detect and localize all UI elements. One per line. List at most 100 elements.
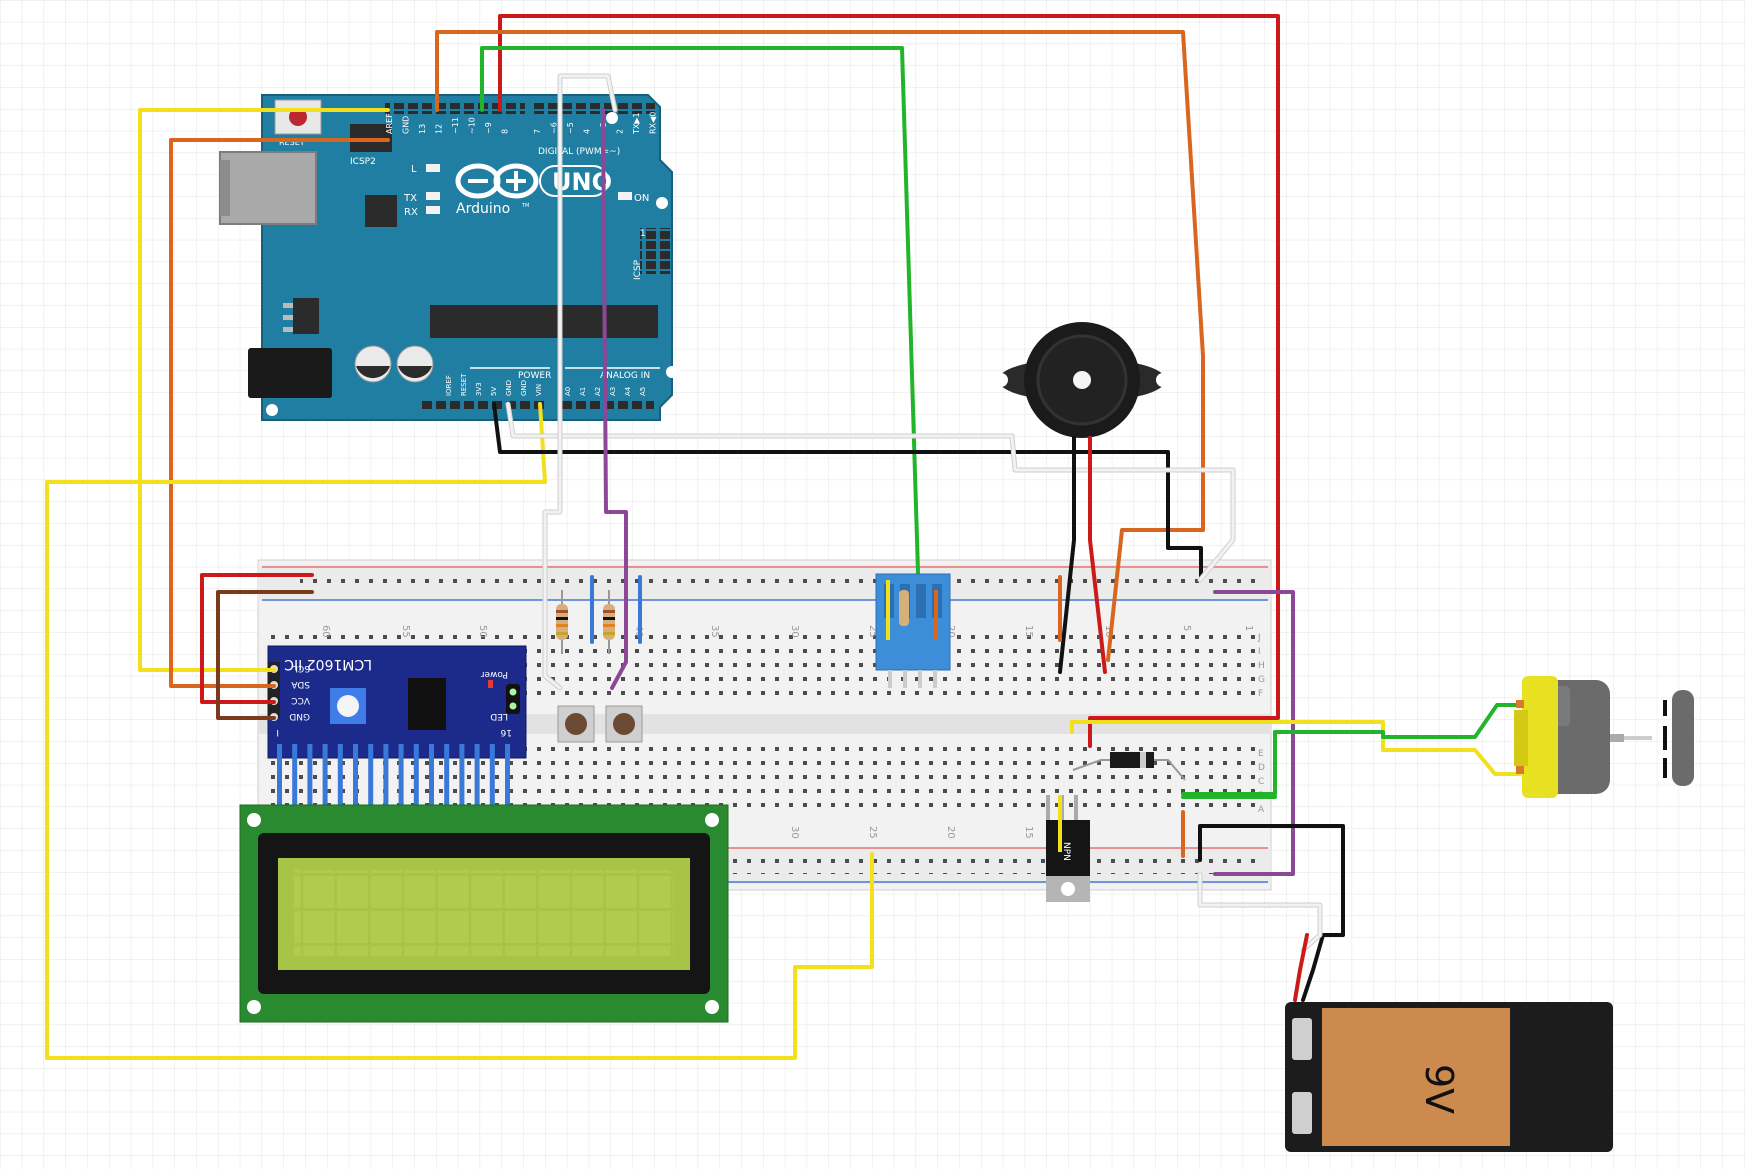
lcd-header-pin (337, 744, 343, 810)
arduino-logo (455, 163, 539, 199)
lcd-header-pin (322, 744, 328, 810)
battery-label: 9V (1417, 1064, 1461, 1114)
wire-orange-pin13 (435, 30, 1205, 662)
breadboard: 60 55 50 45 40 35 30 25 20 15 10 5 1 30 … (257, 559, 1272, 891)
power-jack (248, 348, 332, 398)
led-l-label: L (411, 164, 417, 175)
bb-num-60: 60 (320, 625, 331, 638)
bb-num-5: 5 (1181, 625, 1192, 631)
top-header-right (533, 103, 655, 114)
i2c-1-label: I (276, 727, 279, 737)
bb-num-10: 10 (1103, 625, 1114, 638)
power-label: POWER (518, 371, 551, 381)
arduino-bottom-pin-label: 3V3 (475, 382, 483, 396)
bb-row-d: D (1258, 763, 1265, 773)
arduino-top-pin-label: 2 (616, 129, 625, 134)
led-tx-label: TX (403, 193, 417, 204)
usb-chip (365, 195, 397, 227)
lcd-header-pin (307, 744, 313, 810)
arduino-bottom-pin-label: GND (505, 380, 513, 396)
arduino-brand: Arduino (456, 201, 510, 217)
bb-row-j: J (1257, 633, 1261, 643)
i2c-chip (408, 678, 446, 730)
arduino-top-pin-label: GND (402, 116, 411, 134)
arduino-top-pin-label: AREF (385, 113, 394, 134)
wire-brown-gnd (216, 590, 314, 720)
arduino-top-pin-label: ~5 (566, 122, 575, 134)
digital-label: DIGITAL (PWM=~) (538, 147, 620, 157)
bb-num-15: 15 (1023, 625, 1034, 638)
bb-row-c: C (1258, 777, 1264, 787)
wire-black-battery (1198, 824, 1345, 1002)
bb-row-f: F (1258, 689, 1263, 699)
i2c-power-label: Power (480, 669, 508, 679)
icsp-header (640, 228, 672, 274)
wire-yellow-vin (45, 402, 874, 1060)
uno-badge (539, 165, 609, 197)
lcd-header-pin (353, 744, 358, 810)
bb-num-b25: 25 (867, 826, 878, 839)
lcd-header-pin (429, 744, 434, 810)
arduino-bottom-pin-label: A3 (609, 387, 617, 396)
arduino-tm: TM (521, 203, 529, 209)
arduino-top-pin-label: 12 (435, 124, 444, 134)
bb-num-1: 1 (1243, 625, 1254, 631)
push-button-2[interactable] (605, 705, 643, 743)
i2c-pin-gnd: GND (289, 711, 310, 721)
arduino-top-pin-label: TX▶1 (632, 112, 641, 135)
lcd-header-pin (368, 744, 374, 810)
lcd-header-pin (277, 744, 282, 810)
bb-num-30: 30 (789, 625, 800, 638)
i2c-pin-sda: SDA (291, 679, 310, 689)
wire-red-battery (1293, 933, 1309, 1002)
wires (45, 14, 1522, 1060)
lcd-header-pin (505, 744, 510, 810)
i2c-title: LCM1602 IIC (284, 656, 372, 672)
arduino-top-pin-label: ~11 (451, 117, 460, 134)
wire-yellow-scl (138, 108, 390, 672)
lcd-header-pin (444, 744, 450, 810)
voltage-regulator (293, 298, 319, 334)
lcd-display-1602 (239, 804, 729, 1023)
arduino-bottom-pin-label: A0 (564, 387, 572, 396)
analog-header (562, 400, 654, 411)
bb-row-g: G (1258, 675, 1265, 685)
analog-label: ANALOG IN (600, 371, 650, 381)
push-button-1[interactable] (557, 705, 595, 743)
bb-row-a: A (1258, 805, 1265, 815)
lcd-header-pin (292, 744, 298, 810)
arduino-top-pin-label: 4 (583, 129, 592, 134)
arduino-uno-board: RESET ICSP2 1 ICSP L TX RX ON (219, 94, 678, 421)
arduino-bottom-pin-label: A2 (594, 387, 602, 396)
i2c-lcd-adapter: LCM1602 IIC Power SCL SDA VCC GND LED 16… (267, 645, 527, 810)
bb-num-b30: 30 (789, 826, 800, 839)
lcd-header-pin (474, 744, 480, 810)
arduino-bottom-pin-label: RESET (460, 373, 468, 396)
lcd-header-pin (383, 744, 389, 810)
bb-num-25: 25 (867, 625, 878, 638)
bb-num-35: 35 (709, 625, 720, 638)
arduino-top-pin-label: 7 (533, 129, 542, 134)
arduino-bottom-pin-label: A4 (624, 386, 632, 396)
icsp-label: ICSP (633, 259, 643, 280)
power-header (422, 400, 546, 411)
arduino-top-pin-label: ~9 (484, 122, 493, 134)
icsp2-label: ICSP2 (350, 157, 376, 167)
arduino-top-pin-label: 8 (501, 129, 510, 134)
resistor-2 (603, 590, 615, 654)
lcd-pin-row (277, 744, 510, 810)
arduino-top-pin-label: ~10 (468, 117, 477, 134)
wire-black-gnd (492, 402, 1203, 580)
usb-port (219, 151, 317, 225)
bb-row-h: H (1258, 661, 1265, 671)
bb-num-b20: 20 (945, 826, 956, 839)
arduino-bottom-pin-label: GND (520, 380, 528, 396)
arduino-top-pin-label: 13 (418, 124, 427, 134)
resistor-1 (556, 590, 568, 654)
reset-label: RESET (279, 138, 305, 147)
lcd-header-pin (489, 744, 495, 810)
bb-num-b15: 15 (1023, 826, 1034, 839)
arduino-top-pin-label: ~6 (550, 122, 559, 134)
